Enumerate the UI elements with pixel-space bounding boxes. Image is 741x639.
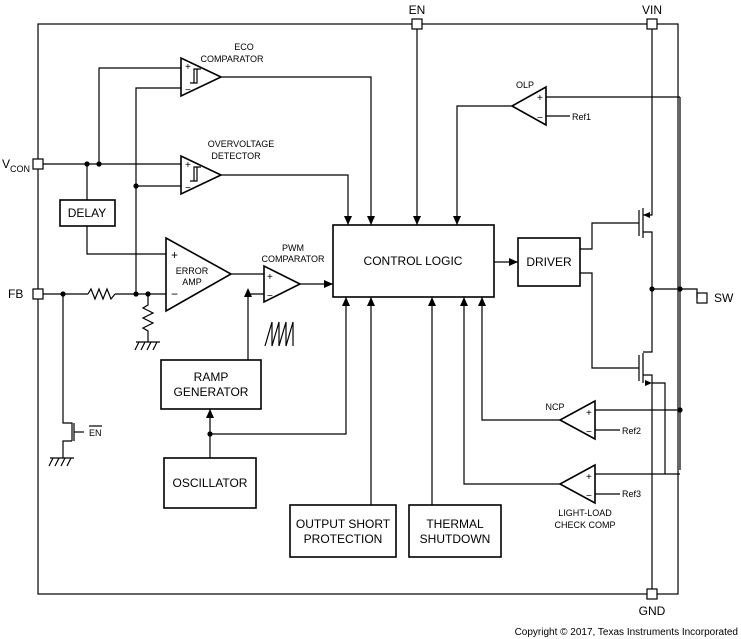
pwm-minus-sign: −	[267, 291, 273, 302]
driver-label: DRIVER	[526, 255, 572, 269]
control-logic-block	[332, 224, 495, 298]
copyright-notice: Copyright © 2017, Texas Instruments Inco…	[515, 627, 738, 638]
error-amp-label-line2: AMP	[182, 277, 202, 287]
error-amplifier	[165, 236, 233, 313]
ov-label-line1: OVERVOLTAGE	[208, 139, 275, 149]
overvoltage-detector	[180, 154, 223, 196]
pwm-label-line1: PWM	[282, 243, 304, 253]
ov-label-line2: DETECTOR	[211, 151, 261, 161]
eco-label-line2: COMPARATOR	[200, 54, 264, 64]
en-bar-label: EN	[89, 428, 102, 438]
oscillator-label: OSCILLATOR	[173, 476, 248, 490]
ramp-label-line2: GENERATOR	[174, 385, 249, 399]
pwm-comparator	[263, 264, 302, 304]
light-load-label-line2: CHECK COMP	[554, 520, 615, 530]
error-amp-label-line1: ERROR	[176, 266, 209, 276]
ncp-comparator	[558, 399, 596, 441]
eco-plus-sign: +	[185, 62, 191, 73]
ref1-label: Ref1	[572, 112, 591, 122]
ref3-label: Ref3	[622, 489, 641, 499]
vcon-pin-label: V	[2, 157, 10, 171]
light-load-check-comparator	[558, 463, 596, 505]
ov-plus-sign: +	[185, 160, 191, 171]
oscillator-block	[163, 457, 257, 509]
error-amp-plus-sign: +	[171, 248, 178, 262]
ncp-plus-sign: +	[586, 408, 592, 419]
driver-block	[517, 237, 581, 287]
osp-label-line2: PROTECTION	[304, 532, 383, 546]
ncp-label: NCP	[545, 402, 564, 412]
vcon-pin	[32, 158, 44, 170]
olp-comparator	[510, 85, 547, 127]
fb-pin	[32, 288, 44, 300]
arrowheads	[206, 212, 652, 418]
thermal-label-line1: THERMAL	[426, 517, 484, 531]
light-load-minus-sign: −	[586, 491, 592, 502]
pwm-label-line2: COMPARATOR	[261, 254, 325, 264]
light-load-plus-sign: +	[586, 472, 592, 483]
ov-minus-sign: −	[185, 183, 191, 194]
vin-pin-label: VIN	[642, 3, 662, 17]
light-load-label-line1: LIGHT-LOAD	[558, 508, 612, 518]
ramp-generator-block	[160, 359, 262, 410]
junction-dots	[60, 161, 683, 437]
osp-label-line1: OUTPUT SHORT	[296, 517, 391, 531]
ref2-label: Ref2	[622, 426, 641, 436]
sw-pin	[696, 292, 708, 304]
olp-plus-sign: +	[537, 93, 543, 104]
thermal-shutdown-block	[408, 504, 502, 558]
output-short-protection-block	[289, 504, 397, 558]
en-pin-label: EN	[409, 3, 426, 17]
olp-minus-sign: −	[537, 113, 543, 124]
eco-hysteresis-icon	[190, 68, 201, 84]
control-logic-label: CONTROL LOGIC	[364, 254, 463, 268]
error-amp-minus-sign: −	[171, 287, 178, 301]
ic-outline	[37, 23, 679, 595]
sw-pin-label: SW	[714, 291, 734, 305]
eco-minus-sign: −	[185, 85, 191, 96]
eco-label-line1: ECO	[234, 42, 254, 52]
gnd-pin	[646, 588, 658, 600]
delay-label: DELAY	[68, 206, 106, 220]
en-pin	[411, 18, 423, 30]
ramp-label-line1: RAMP	[194, 370, 229, 384]
fb-pin-label: FB	[8, 287, 23, 301]
vcon-pin-subscript: CON	[10, 164, 30, 174]
eco-comparator	[180, 56, 223, 98]
olp-label: OLP	[516, 80, 534, 90]
ov-hysteresis-icon	[190, 166, 201, 182]
thermal-label-line2: SHUTDOWN	[420, 532, 491, 546]
ncp-minus-sign: −	[586, 427, 592, 438]
pwm-plus-sign: +	[267, 272, 273, 283]
vin-pin	[646, 18, 658, 30]
gnd-pin-label: GND	[639, 604, 666, 618]
